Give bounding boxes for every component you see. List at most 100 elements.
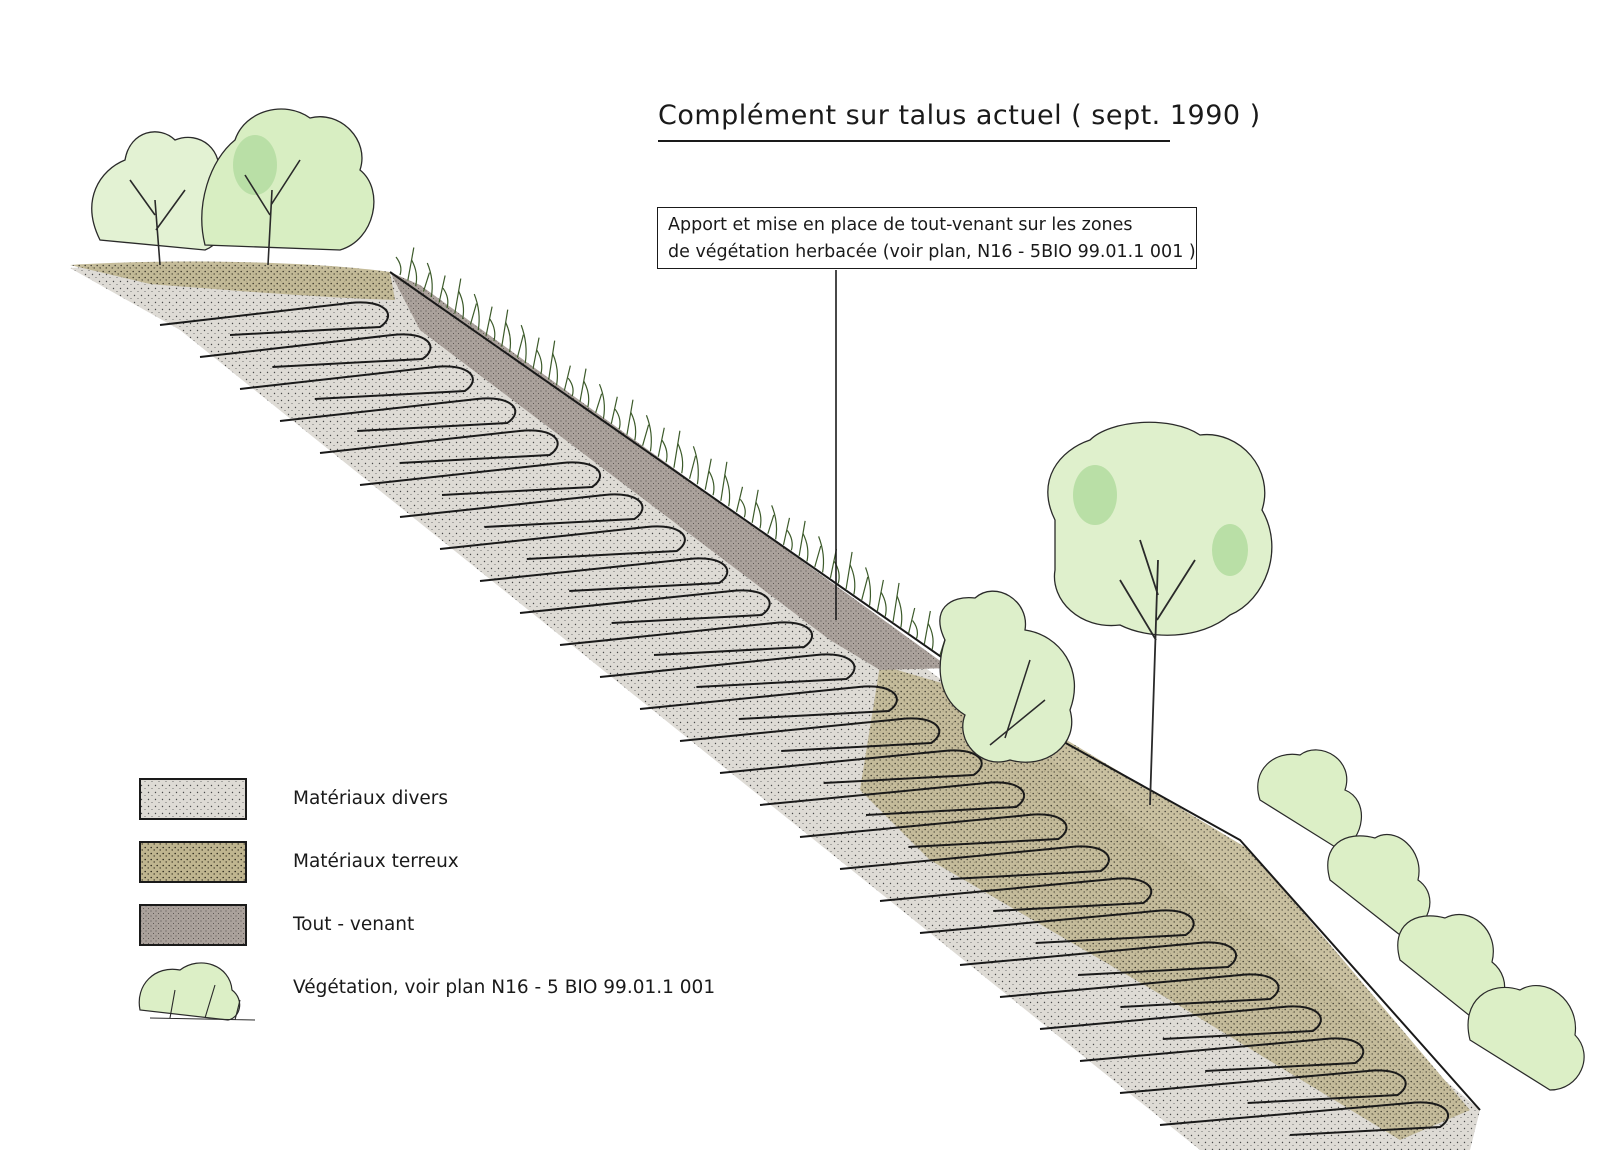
- legend-swatch-divers: [139, 778, 247, 820]
- legend-label-tout-venant: Tout - venant: [293, 914, 415, 935]
- grass-blade: [536, 349, 543, 375]
- tree-top-left-2: [201, 108, 375, 266]
- lift-line: [519, 589, 771, 624]
- grass-blade: [908, 607, 916, 634]
- terreux-zone-top: [70, 261, 395, 300]
- grass-blade: [814, 545, 822, 568]
- grass-blade: [614, 408, 621, 430]
- callout-line-1: Apport et mise en place de tout-venant s…: [668, 215, 1133, 235]
- lift-line: [559, 621, 813, 656]
- grass-blade: [426, 262, 433, 298]
- lift-line: [439, 525, 686, 560]
- grass-blade: [595, 393, 603, 413]
- lift-line: [1079, 1037, 1365, 1072]
- lift-line: [1039, 1005, 1322, 1040]
- legend-vegetation-symbol: [138, 962, 256, 1021]
- grass-blade: [892, 582, 900, 623]
- grass-blade: [786, 530, 793, 551]
- grass-blade: [645, 415, 652, 452]
- grass-blade: [563, 365, 571, 391]
- grass-blade: [818, 536, 825, 573]
- grass-blade: [720, 461, 728, 501]
- lift-line: [479, 557, 729, 592]
- grass-blade: [516, 334, 524, 358]
- lift-line: [599, 653, 856, 688]
- callout-box: Apport et mise en place de tout-venant s…: [657, 207, 1197, 269]
- grass-blade: [458, 290, 465, 320]
- grass-blade: [845, 551, 853, 590]
- grass-blade: [708, 470, 715, 496]
- legend-label-vegetation: Végétation, voir plan N16 - 5 BIO 99.01.…: [293, 977, 716, 998]
- grass-blade: [583, 380, 590, 408]
- lift-line: [839, 845, 1110, 880]
- grass-blade: [704, 458, 712, 490]
- grass-blade: [771, 505, 778, 540]
- grass-blade: [876, 579, 884, 612]
- lift-line: [1159, 1101, 1449, 1136]
- title-underline: [658, 140, 1170, 142]
- legend-swatch-fill-terreux: [139, 841, 247, 883]
- grass-blade: [442, 287, 449, 309]
- grass-blade: [927, 623, 934, 650]
- grass-blade: [532, 337, 540, 369]
- legend-swatch-fill-tout-venant: [139, 904, 247, 946]
- lift-line: [1119, 1069, 1407, 1104]
- grass-blade: [501, 309, 509, 347]
- grass-blade: [798, 520, 806, 556]
- lift-lines: [159, 301, 1449, 1136]
- grass-blade: [411, 259, 418, 287]
- lift-line: [159, 301, 389, 336]
- grass-blade: [755, 502, 762, 529]
- lift-line: [319, 429, 559, 464]
- grass-blade: [598, 383, 605, 419]
- lift-line: [719, 749, 983, 784]
- grass-blade: [473, 293, 480, 331]
- grass-blade: [422, 272, 431, 292]
- shrub-middle: [939, 590, 1075, 763]
- legend-swatch-fill-divers: [139, 778, 247, 820]
- lift-line: [199, 333, 432, 368]
- grass-blade: [395, 256, 402, 276]
- grass-blade: [407, 247, 415, 281]
- lift-line: [879, 877, 1153, 912]
- grass-blade: [505, 321, 512, 353]
- lift-line: [279, 397, 517, 432]
- grass-blade: [751, 489, 759, 523]
- grass-blade: [782, 517, 791, 545]
- grass-blade: [677, 443, 684, 474]
- lift-line: [359, 461, 601, 496]
- grass-blade: [735, 486, 744, 512]
- grass-blade: [767, 514, 775, 535]
- grass-blade: [880, 592, 887, 617]
- grass-blade: [692, 446, 699, 485]
- grass-blade: [849, 564, 856, 595]
- grass-blade: [923, 610, 931, 645]
- lift-line: [399, 493, 644, 528]
- grass-blade: [438, 275, 446, 303]
- drawing-title: Complément sur talus actuel ( sept. 1990…: [658, 100, 1261, 131]
- grass-blade: [724, 474, 731, 507]
- legend-swatch-tout-venant: [139, 904, 247, 946]
- grass-strokes: [395, 247, 947, 656]
- grass-blade: [673, 430, 681, 468]
- lift-line: [999, 973, 1280, 1008]
- grass-blade: [485, 306, 493, 336]
- tree-tall-center: [1047, 421, 1273, 806]
- lift-line: [759, 781, 1025, 816]
- lift-line: [239, 365, 474, 400]
- legend-label-divers: Matériaux divers: [293, 788, 449, 809]
- grass-blade: [567, 377, 574, 397]
- grass-blade: [661, 439, 668, 463]
- grass-blade: [861, 576, 869, 601]
- grass-blade: [610, 396, 618, 424]
- grass-blade: [912, 620, 918, 639]
- grass-blade: [896, 595, 903, 628]
- legend-label-terreux: Matériaux terreux: [293, 851, 459, 872]
- grass-blade: [739, 498, 746, 518]
- grass-blade: [520, 324, 527, 364]
- grass-blade: [630, 411, 637, 441]
- grass-blade: [469, 303, 478, 325]
- lift-line: [639, 685, 898, 720]
- grass-blade: [579, 368, 587, 402]
